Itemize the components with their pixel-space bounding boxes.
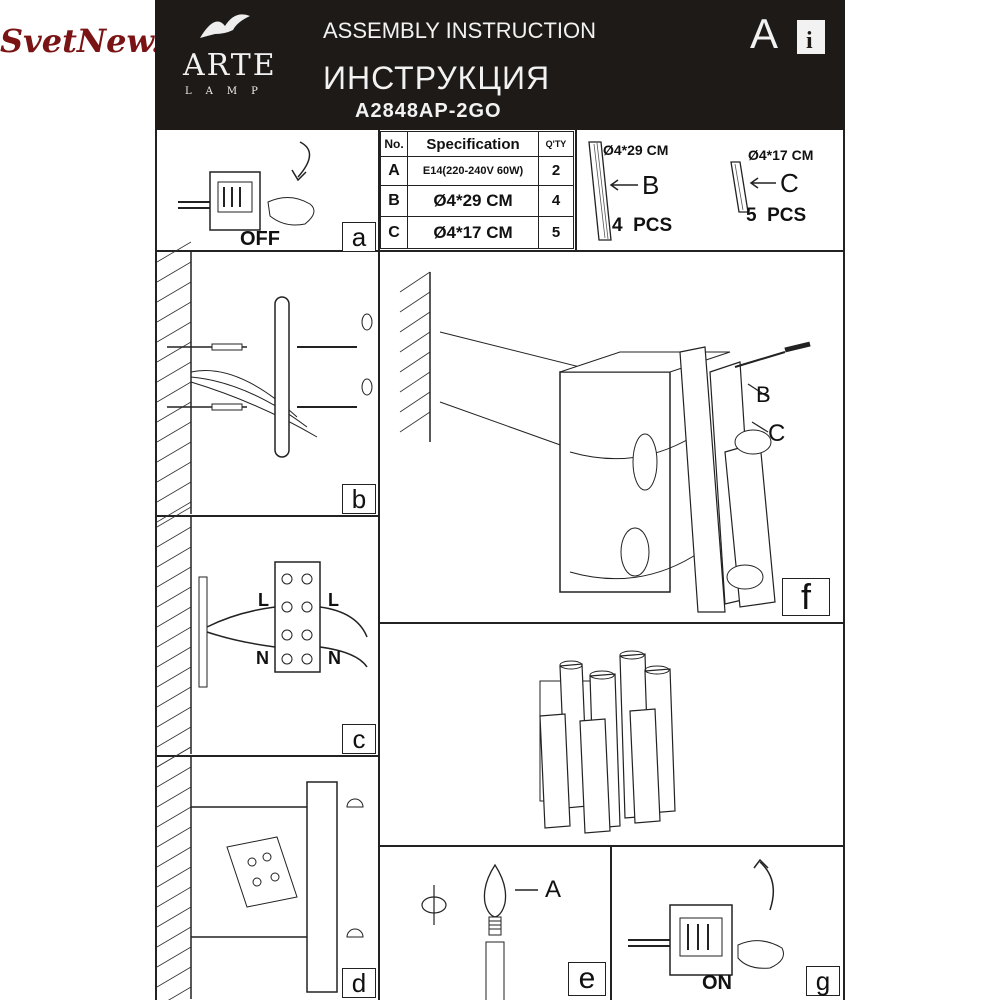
tube-b-icon — [588, 141, 612, 241]
step-d-label: d — [342, 968, 376, 998]
brand-name: ARTE — [183, 48, 277, 83]
spec-header-no: No. — [380, 131, 408, 157]
spec-row-no: B — [380, 184, 408, 218]
divider-c — [155, 755, 378, 757]
title-ru: ИНСТРУКЦИЯ — [323, 60, 551, 96]
brand-logo-icon — [200, 14, 250, 38]
spec-row-spec: Ø4*29 CM — [407, 184, 539, 218]
assembled-lamp-illustration — [539, 650, 676, 834]
header-band: ARTE LAMP ASSEMBLY INSTRUCTION ИНСТРУКЦИ… — [155, 0, 845, 130]
spec-row-no: C — [380, 216, 408, 249]
step-f-label: f — [782, 576, 830, 617]
bracket-fixing-illustration — [156, 746, 364, 1000]
tube-assembly-illustration — [399, 271, 811, 613]
switch-off-illustration — [178, 141, 315, 231]
model-number: A2848AP-2GO — [355, 100, 502, 122]
divider-parts — [575, 130, 577, 250]
part-c-size: Ø4*17 CM — [748, 147, 814, 163]
spec-row-qty: 4 — [538, 184, 574, 218]
spec-row-spec: Ø4*17 CM — [407, 216, 539, 249]
bulb-install-illustration — [421, 863, 538, 1000]
spec-table: No. Specification Q'TY A E14(220-240V 60… — [380, 131, 574, 249]
spec-row-spec: E14(220-240V 60W) — [407, 156, 539, 186]
info-book-icon: i — [797, 20, 825, 54]
step-b-label: b — [342, 484, 376, 514]
wiring-illustration — [156, 506, 368, 768]
step-e-label: e — [568, 962, 606, 996]
wire-n-left: N — [256, 648, 269, 668]
svg-text:i: i — [806, 28, 813, 54]
part-c-count: 5 PCS — [746, 205, 807, 226]
doc-letter: A — [750, 10, 779, 57]
tube-c-icon — [730, 161, 749, 213]
step-a-caption: OFF — [240, 228, 280, 250]
step-g-caption: ON — [702, 972, 732, 994]
step-e-part: A — [545, 876, 562, 903]
arrow-b-icon — [609, 179, 638, 191]
brand-sub: LAMP — [185, 86, 272, 97]
divider-b — [155, 515, 378, 517]
spec-row-qty: 2 — [538, 156, 574, 186]
wire-l-left: L — [258, 590, 269, 610]
spec-row-qty: 5 — [538, 216, 574, 249]
title-en: ASSEMBLY INSTRUCTION — [323, 18, 597, 43]
switch-on-illustration — [628, 858, 784, 976]
spec-header-spec: Specification — [407, 131, 539, 157]
part-b-size: Ø4*29 CM — [603, 142, 669, 158]
divider-a — [378, 130, 380, 1000]
wall-mount-illustration — [156, 241, 373, 523]
spec-row-no: A — [380, 156, 408, 186]
wire-n-right: N — [328, 648, 341, 668]
divider-f — [378, 622, 845, 624]
part-b-letter: B — [642, 170, 660, 200]
divider-eg — [610, 845, 612, 1000]
divider-row1 — [155, 250, 845, 252]
step-f-part-c: C — [768, 420, 786, 447]
step-g-label: g — [806, 966, 840, 996]
spec-header-qty: Q'TY — [538, 131, 574, 157]
step-a-label: a — [342, 222, 376, 252]
instruction-sheet — [155, 0, 845, 1000]
arrow-c-icon — [749, 177, 776, 189]
part-b-count: 4 PCS — [612, 215, 673, 236]
wire-l-right: L — [328, 590, 339, 610]
part-c-letter: C — [780, 168, 799, 198]
step-c-label: c — [342, 724, 376, 754]
step-f-part-b: B — [756, 382, 771, 407]
